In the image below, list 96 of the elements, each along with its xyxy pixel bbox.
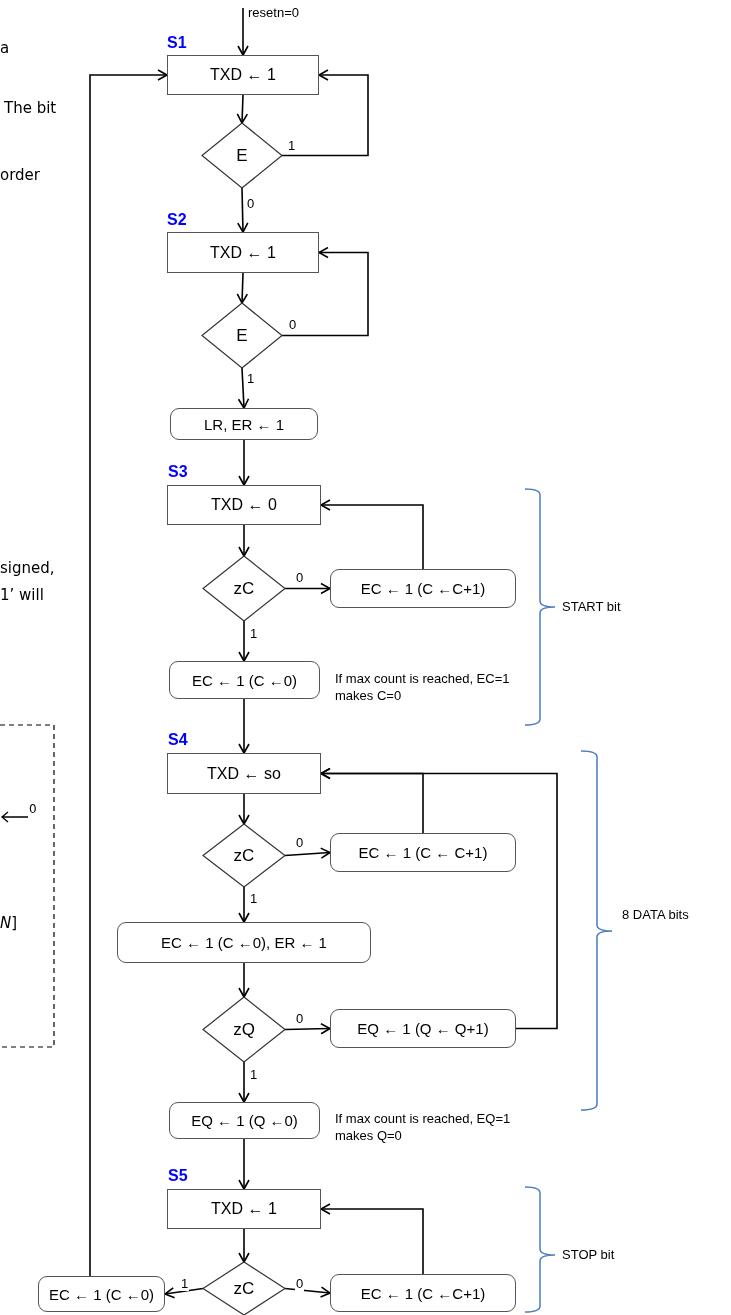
- decision-diamond: [202, 303, 282, 368]
- process-box: [167, 485, 321, 525]
- state-label: S5: [168, 1167, 188, 1185]
- arrow: [281, 69, 369, 157]
- edge-label: 0: [246, 197, 256, 211]
- bracket-label: STOP bit: [562, 1246, 615, 1263]
- note-text: If max count is reached, EC=1 makes C=0: [335, 670, 511, 704]
- edge-label: 1: [180, 1277, 190, 1291]
- text-fragment: order: [0, 167, 40, 184]
- action-box: [170, 408, 318, 440]
- arrow: [284, 582, 331, 595]
- arrow: [320, 1203, 424, 1275]
- arrow: [238, 886, 250, 923]
- note-text: If max count is reached, EQ=1 makes Q=0: [335, 1110, 512, 1144]
- arrow: [238, 698, 250, 754]
- decision-diamond: [203, 1262, 285, 1315]
- arrow: [238, 439, 250, 486]
- bracket-label: 8 DATA bits: [622, 906, 689, 923]
- arrow: [236, 272, 249, 304]
- action-box: [38, 1276, 165, 1312]
- edge-label: 1: [249, 1068, 259, 1082]
- action-box: [330, 1274, 516, 1312]
- text-fragment: N]: [0, 915, 18, 932]
- arrow: [236, 94, 249, 124]
- action-box: [330, 833, 516, 872]
- arrow: [238, 620, 250, 662]
- edge-label: 0: [295, 1012, 305, 1026]
- condition-text: E: [236, 325, 248, 346]
- action-text: TXD ← 1: [210, 66, 276, 84]
- action-text: EC ← 1 (C ← C+1): [358, 844, 488, 861]
- arrow: [284, 1286, 331, 1298]
- action-text: EC ← 1 (C ←0), ER ← 1: [161, 934, 327, 951]
- condition-text: E: [236, 145, 248, 166]
- text-fragment: a: [0, 40, 10, 57]
- condition-text: zQ: [233, 1019, 255, 1040]
- edge-label: 1: [249, 892, 259, 906]
- action-text: EC ← 1 (C ←0): [49, 1285, 154, 1303]
- action-box: [169, 1102, 320, 1139]
- arrow: [237, 187, 249, 233]
- arrow: [238, 1061, 250, 1103]
- process-box: [167, 753, 321, 794]
- decision-diamond: [203, 824, 285, 887]
- state-label: S3: [168, 463, 188, 481]
- arrow: [89, 69, 168, 1277]
- arrow: [237, 367, 250, 409]
- bracket-label: START bit: [562, 598, 621, 615]
- arrow: [238, 1138, 250, 1190]
- state-label: S1: [167, 34, 187, 52]
- process-box: [167, 1189, 321, 1229]
- action-box: [330, 1009, 516, 1048]
- action-text: EC ← 1 (C ←C+1): [360, 1284, 486, 1302]
- arrow: [164, 1286, 204, 1299]
- action-text: EQ ← 1 (Q ←0): [191, 1112, 298, 1129]
- condition-text: zC: [233, 578, 255, 599]
- arrow: [281, 246, 369, 337]
- action-box: [117, 922, 371, 963]
- text-fragment: 0: [29, 801, 37, 818]
- state-label: S2: [167, 211, 187, 229]
- arrow: [284, 847, 331, 859]
- action-box: [169, 661, 320, 699]
- decision-diamond: [202, 123, 282, 188]
- arrow: [320, 499, 424, 570]
- state-label: S4: [168, 731, 188, 749]
- action-text: TXD ← 1: [210, 243, 276, 262]
- process-box: [167, 55, 319, 95]
- edge-label: 1: [287, 139, 297, 153]
- arrow: [320, 767, 558, 1030]
- decision-diamond: [203, 556, 285, 621]
- text-fragment: 1’ will: [0, 587, 44, 604]
- edge-label: 0: [295, 571, 305, 585]
- edge-label: 1: [246, 372, 256, 386]
- edge-label: 0: [295, 1277, 305, 1291]
- text-fragment: The bit: [4, 100, 57, 117]
- edge-label: 1: [249, 627, 259, 641]
- action-text: TXD ← so: [207, 764, 281, 783]
- arrow: [238, 793, 250, 825]
- arrow: [238, 1228, 250, 1263]
- condition-text: zC: [233, 1278, 255, 1299]
- action-box: [330, 569, 516, 608]
- decision-diamond: [203, 997, 285, 1062]
- text-fragment: signed,: [0, 560, 55, 577]
- action-text: TXD ← 0: [211, 496, 277, 514]
- arrow: [237, 7, 249, 56]
- action-text: LR, ER ← 1: [204, 415, 284, 433]
- condition-text: zC: [233, 845, 255, 866]
- arrow: [238, 962, 250, 998]
- process-box: [167, 232, 319, 273]
- arrow: [284, 1022, 331, 1035]
- edge-label: 0: [295, 836, 305, 850]
- action-text: EC ← 1 (C ←C+1): [360, 580, 486, 597]
- action-text: TXD ← 1: [211, 1200, 277, 1218]
- edge-label: 0: [288, 318, 298, 332]
- action-text: EC ← 1 (C ←0): [192, 671, 297, 689]
- action-text: EQ ← 1 (Q ← Q+1): [357, 1020, 489, 1037]
- arrow: [238, 524, 250, 557]
- edge-label: resetn=0: [247, 6, 300, 20]
